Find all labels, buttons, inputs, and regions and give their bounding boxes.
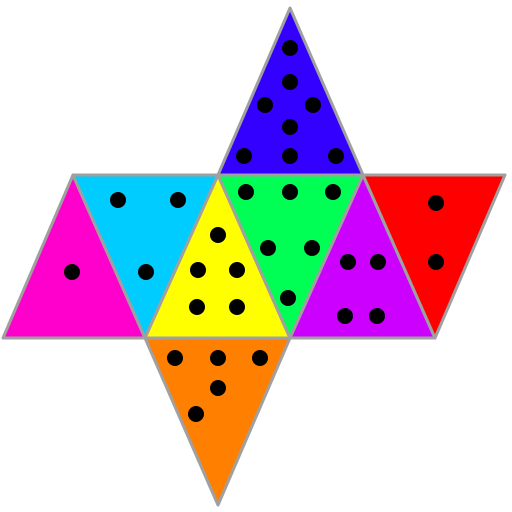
dot-cyan-1	[110, 192, 126, 208]
dot-blue-4	[305, 97, 321, 113]
dot-blue-8	[328, 148, 344, 164]
dot-blue-7	[282, 148, 298, 164]
dot-purple-3	[337, 308, 353, 324]
dot-yellow-4	[189, 299, 205, 315]
dot-green-6	[280, 290, 296, 306]
face-red	[361, 173, 507, 340]
dot-cyan-2	[170, 192, 186, 208]
face-blue	[216, 6, 365, 177]
dot-green-4	[260, 240, 276, 256]
face-green	[216, 173, 365, 340]
dot-cyan-3	[138, 264, 154, 280]
dot-yellow-5	[229, 299, 245, 315]
dot-orange-1	[167, 350, 183, 366]
dot-green-2	[282, 184, 298, 200]
dot-green-5	[304, 240, 320, 256]
dot-blue-3	[257, 97, 273, 113]
dot-red-1	[428, 195, 444, 211]
dot-blue-5	[282, 119, 298, 135]
dot-purple-2	[370, 254, 386, 270]
dot-orange-2	[210, 350, 226, 366]
dot-magenta-1	[64, 264, 80, 280]
dot-blue-6	[236, 148, 252, 164]
dot-orange-3	[252, 350, 268, 366]
dot-purple-1	[340, 254, 356, 270]
dot-yellow-1	[210, 227, 226, 243]
dot-blue-1	[282, 40, 298, 56]
triangle-orange	[143, 336, 292, 507]
dot-yellow-3	[229, 262, 245, 278]
dot-orange-5	[188, 406, 204, 422]
dot-yellow-2	[190, 262, 206, 278]
face-orange	[143, 336, 292, 507]
dot-green-3	[325, 184, 341, 200]
dot-blue-2	[282, 74, 298, 90]
dot-green-1	[238, 184, 254, 200]
dot-purple-4	[369, 308, 385, 324]
triangle-blue	[216, 6, 365, 177]
dot-red-2	[428, 254, 444, 270]
dot-orange-4	[210, 380, 226, 396]
